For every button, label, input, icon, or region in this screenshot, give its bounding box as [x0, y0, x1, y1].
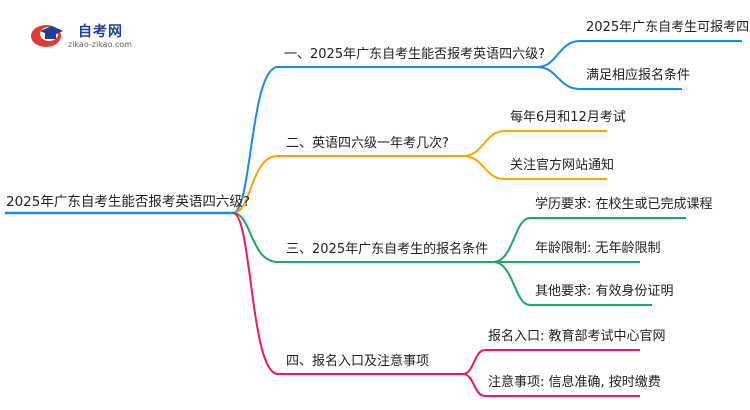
branch-4-label[interactable]: 四、报名入口及注意事项: [286, 354, 430, 369]
branch-1-connector: [232, 66, 279, 214]
branch-4-leaf-1-connector: [462, 349, 486, 375]
logo-url: zikao-zikao.com: [68, 40, 132, 49]
branch-3-leaf-3-connector: [492, 261, 531, 306]
branch-4-leaf-1[interactable]: 报名入口: 教育部考试中心官网: [488, 329, 666, 344]
branch-3-leaf-3[interactable]: 其他要求: 有效身份证明: [535, 284, 674, 299]
branch-1-leaf-1[interactable]: 2025年广东自考生可报考四六级: [586, 20, 750, 35]
logo-title: 自考网: [78, 24, 123, 40]
branch-2-leaf-2-connector: [462, 155, 506, 180]
branch-2-label[interactable]: 二、英语四六级一年考几次?: [286, 136, 449, 151]
branch-4-connector: [232, 212, 279, 375]
branch-3-connector: [232, 212, 279, 263]
branch-3-leaf-1[interactable]: 学历要求: 在校生或已完成课程: [535, 197, 713, 212]
branch-2-leaf-1[interactable]: 每年6月和12月考试: [510, 110, 626, 125]
branch-3-label[interactable]: 三、2025年广东自考生的报名条件: [286, 242, 489, 257]
branch-1-leaf-1-connector: [536, 40, 581, 68]
branch-2-connector: [232, 155, 279, 214]
root-topic[interactable]: 2025年广东自考生能否报考英语四六级?: [6, 194, 251, 210]
site-logo[interactable]: 自考网 zikao-zikao.com: [30, 15, 150, 55]
branch-4-leaf-2-connector: [462, 373, 486, 397]
branch-4-leaf-2[interactable]: 注意事项: 信息准确, 按时缴费: [488, 375, 661, 390]
branch-2-leaf-1-connector: [462, 130, 506, 157]
branch-3-leaf-2[interactable]: 年龄限制: 无年龄限制: [535, 241, 661, 256]
branch-1-leaf-2[interactable]: 满足相应报名条件: [586, 68, 691, 83]
branch-2-leaf-2[interactable]: 关注官方网站通知: [510, 158, 615, 173]
branch-1-label[interactable]: 一、2025年广东自考生能否报考英语四六级?: [284, 47, 545, 62]
graduation-cap-icon: [31, 25, 63, 47]
branch-3-leaf-1-connector: [492, 217, 531, 263]
branch-1-leaf-2-connector: [536, 66, 581, 90]
